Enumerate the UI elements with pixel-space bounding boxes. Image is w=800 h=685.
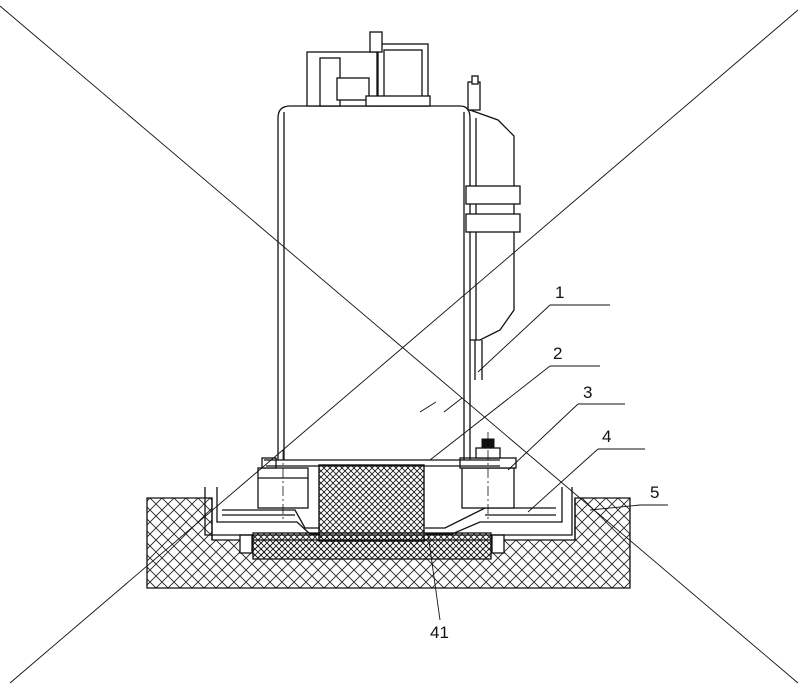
- label-part-41: 41: [430, 623, 449, 642]
- leader-lines: [419, 304, 668, 621]
- label-part-4: 4: [602, 427, 611, 446]
- part-labels: 1 2 3 4 5 41: [430, 283, 659, 642]
- central-damping-block: [318, 464, 425, 542]
- terminal-box: [306, 31, 431, 107]
- side-accumulator: [465, 75, 521, 380]
- label-part-5: 5: [650, 483, 659, 502]
- right-foot-mount: [459, 432, 517, 520]
- label-part-2: 2: [553, 344, 562, 363]
- compressor-housing: [264, 105, 500, 467]
- left-foot-mount: [257, 450, 309, 520]
- label-part-1: 1: [555, 283, 564, 302]
- label-part-3: 3: [583, 383, 592, 402]
- cross-lines: [0, 5, 799, 684]
